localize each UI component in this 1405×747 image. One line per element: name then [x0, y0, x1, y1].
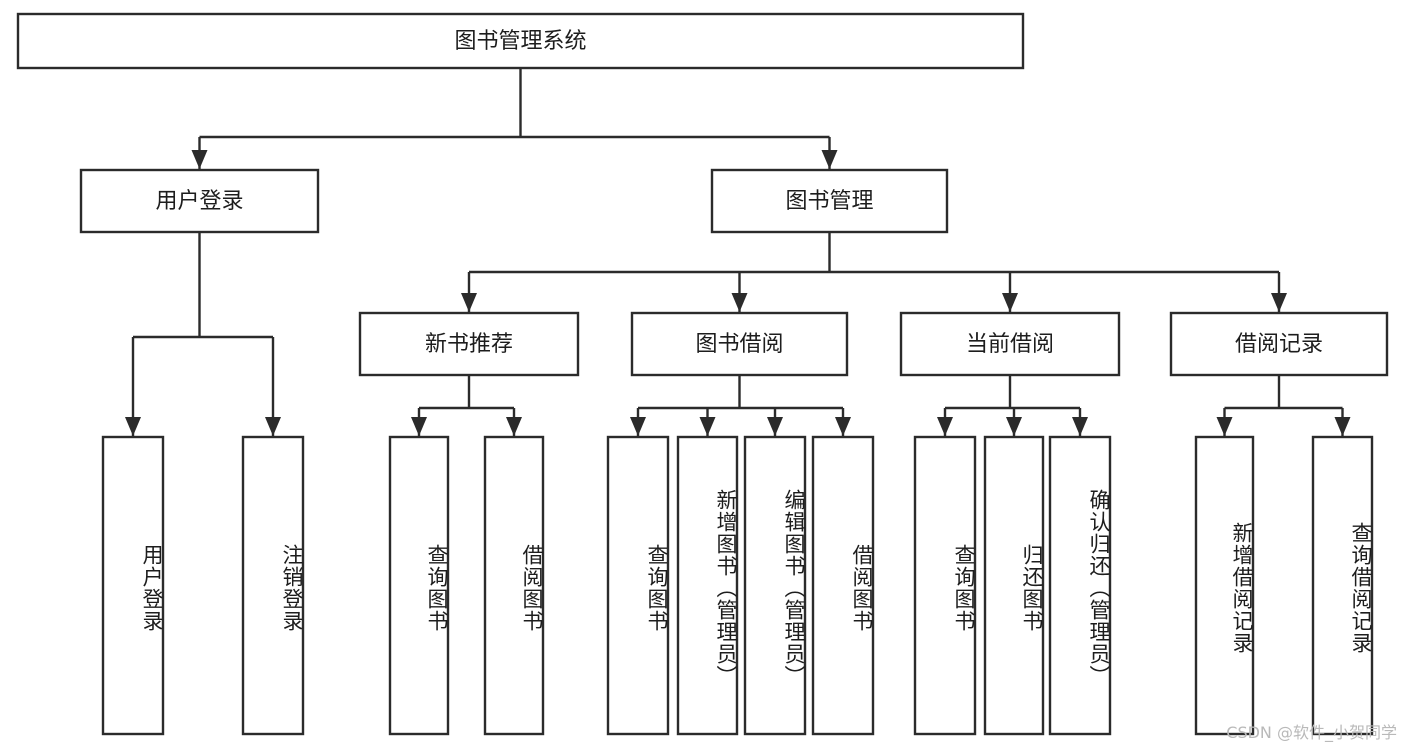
node-box: [630, 311, 849, 377]
node-box: [606, 435, 670, 736]
node-box: [913, 435, 977, 736]
node-leaf-borrow-book-recommend[interactable]: [483, 435, 545, 736]
node-leaf-query-book-current[interactable]: [913, 435, 977, 736]
node-new-book-recommend[interactable]: 新书推荐: [358, 311, 580, 377]
node-box: [676, 435, 739, 736]
node-leaf-edit-book[interactable]: [743, 435, 807, 736]
node-book-manage[interactable]: 图书管理: [710, 168, 949, 234]
node-box: [710, 168, 949, 234]
node-current-borrow[interactable]: 当前借阅: [899, 311, 1121, 377]
node-box: [1048, 435, 1112, 736]
arrow-head-icon: [821, 150, 838, 169]
node-user-login[interactable]: 用户登录: [79, 168, 320, 234]
node-box: [358, 311, 580, 377]
node-box: [483, 435, 545, 736]
node-box: [101, 435, 165, 736]
arrow-head-icon: [937, 417, 953, 436]
node-leaf-borrow-book[interactable]: [811, 435, 875, 736]
node-box: [983, 435, 1045, 736]
arrow-head-icon: [461, 293, 477, 312]
watermark-text: CSDN @软件_小贺同学: [1226, 723, 1397, 742]
node-box: [1194, 435, 1255, 736]
node-root[interactable]: 图书管理系统: [16, 12, 1025, 70]
arrow-head-icon: [1072, 417, 1088, 436]
node-box: [899, 311, 1121, 377]
arrow-head-icon: [731, 293, 748, 312]
node-leaf-add-book[interactable]: [676, 435, 739, 736]
arrow-head-icon: [767, 417, 783, 436]
arrow-head-icon: [265, 417, 281, 436]
node-label: 新书推荐: [425, 332, 513, 357]
node-box: [1169, 311, 1389, 377]
arrow-head-icon: [630, 417, 646, 436]
node-label: 图书管理: [785, 189, 873, 214]
node-box: [743, 435, 807, 736]
node-box: [16, 12, 1025, 70]
arrow-head-icon: [835, 417, 851, 436]
node-leaf-return-book[interactable]: [983, 435, 1045, 736]
node-leaf-query-borrow-record[interactable]: [1311, 435, 1374, 736]
arrow-head-icon: [506, 417, 522, 436]
node-leaf-logout[interactable]: [241, 435, 305, 736]
node-leaf-add-borrow-record[interactable]: [1194, 435, 1255, 736]
node-label: 借阅记录: [1235, 332, 1323, 357]
arrow-head-icon: [699, 417, 716, 436]
arrow-head-icon: [191, 150, 208, 169]
arrow-head-icon: [1002, 293, 1018, 312]
node-box: [388, 435, 450, 736]
node-leaf-user-login[interactable]: [101, 435, 165, 736]
arrow-head-icon: [125, 417, 141, 436]
node-label: 当前借阅: [966, 332, 1054, 357]
node-box: [1311, 435, 1374, 736]
node-box: [79, 168, 320, 234]
arrow-head-icon: [1271, 293, 1287, 312]
arrow-head-icon: [1334, 417, 1351, 436]
node-borrow-record[interactable]: 借阅记录: [1169, 311, 1389, 377]
node-book-borrow[interactable]: 图书借阅: [630, 311, 849, 377]
arrow-head-icon: [411, 417, 427, 436]
node-box: [241, 435, 305, 736]
node-leaf-query-book-borrow[interactable]: [606, 435, 670, 736]
arrow-head-icon: [1006, 417, 1022, 436]
node-label: 图书借阅: [695, 332, 783, 357]
node-label: 用户登录: [155, 189, 243, 214]
node-leaf-query-book-recommend[interactable]: [388, 435, 450, 736]
arrow-head-icon: [1216, 417, 1233, 436]
node-leaf-confirm-return[interactable]: [1048, 435, 1112, 736]
connector-edges: [125, 68, 1351, 436]
node-label: 图书管理系统: [454, 29, 586, 54]
node-box: [811, 435, 875, 736]
